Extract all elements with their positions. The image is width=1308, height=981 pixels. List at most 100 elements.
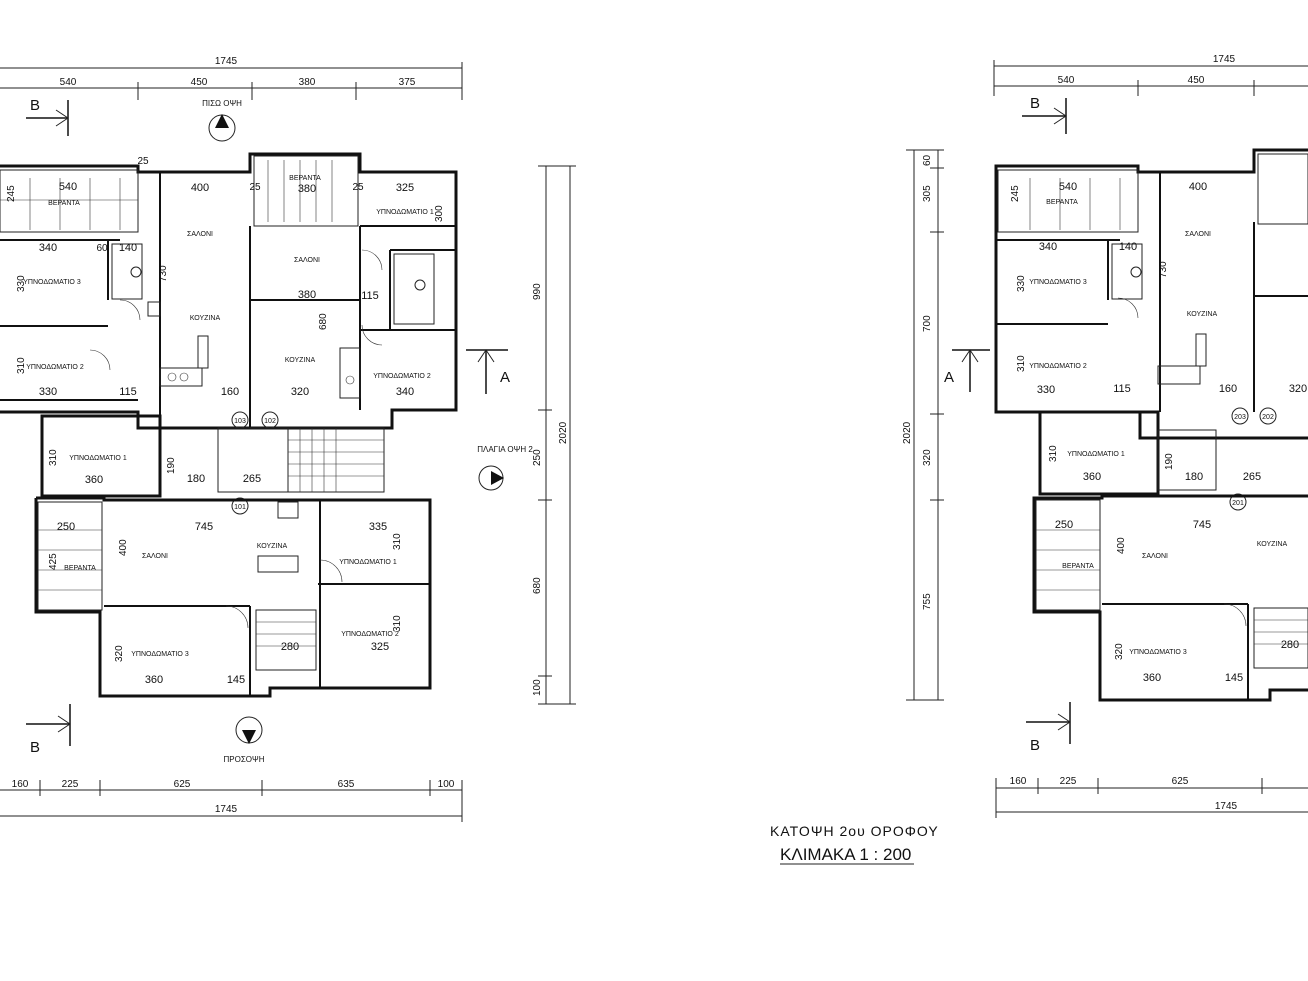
rd2-180a: 180 [1185,471,1203,483]
room-bed1-b: ΥΠΝΟΔΩΜΑΤΙΟ 1 [69,455,127,462]
plan-right: 1745 540 450 B 60 305 700 320 755 2020 A [902,54,1308,818]
room2-bed3-a: ΥΠΝΟΔΩΜΑΤΙΟ 3 [1029,279,1087,286]
rd-265a: 265 [243,473,261,485]
dim-top-1: 540 [60,77,77,88]
dim2-bottom-overall: 1745 [1215,801,1238,812]
room-bed1-c: ΥΠΝΟΔΩΜΑΤΙΟ 1 [339,559,397,566]
dim2-bottom-2: 225 [1060,776,1077,787]
dim2-bottom-3: 625 [1172,776,1189,787]
dim-top-3: 380 [299,77,316,88]
dim-bottom-3: 625 [174,779,191,790]
section2-b-top: B [1030,95,1040,112]
apt-101: 101 [234,504,246,511]
apt-201: 201 [1232,500,1244,507]
caption-title: ΚΑΤΟΨΗ 2ου ΟΡΟΦΟΥ [770,823,939,839]
dim2-left-320: 320 [922,449,933,466]
rd2-360a: 360 [1083,471,1101,483]
rd2-730v: 730 [1158,261,1169,278]
room-veranda-3: ΒΕΡΑΝΤΑ [64,565,96,572]
rd-320v: 320 [114,645,125,662]
rd-330a: 330 [39,386,57,398]
room-bed3-b: ΥΠΝΟΔΩΜΑΤΙΟ 3 [131,651,189,658]
rd-25a: 25 [137,156,149,167]
rd2-310v: 310 [1016,355,1027,372]
rd-180a: 180 [187,473,205,485]
rd-425v: 425 [48,553,59,570]
rd-280a: 280 [281,641,299,653]
room-living-2: ΣΑΛΟΝΙ [294,257,320,264]
rd-310b: 310 [48,449,59,466]
dim-right-100: 100 [532,679,543,696]
label-side-elevation: ΠΛΑΓΙΑ ΟΨΗ 2 [477,445,533,454]
rd-325b: 325 [371,641,389,653]
apt-103: 103 [234,418,246,425]
rd-325a: 325 [396,182,414,194]
apt-203: 203 [1234,414,1246,421]
rd-310d: 310 [392,615,403,632]
rd2-190v: 190 [1164,453,1175,470]
dim2-top-1: 540 [1058,75,1075,86]
room-bed1-a: ΥΠΝΟΔΩΜΑΤΙΟ 1 [376,209,434,216]
section-a-right: A [500,369,510,386]
dim2-left-755: 755 [922,593,933,610]
apt-102: 102 [264,418,276,425]
room2-bed3-b: ΥΠΝΟΔΩΜΑΤΙΟ 3 [1129,649,1187,656]
room-bed3-a: ΥΠΝΟΔΩΜΑΤΙΟ 3 [23,279,81,286]
rd2-265a: 265 [1243,471,1261,483]
rd2-745a: 745 [1193,519,1211,531]
dim-bottom-5: 100 [438,779,455,790]
rd2-360b: 360 [1143,672,1161,684]
section2-b-bottom: B [1030,737,1040,754]
room-veranda-1: ΒΕΡΑΝΤΑ [48,200,80,207]
rd2-330v: 330 [1016,275,1027,292]
rd-310v: 310 [16,357,27,374]
room2-living-1: ΣΑΛΟΝΙ [1185,231,1211,238]
rd2-340a: 340 [1039,241,1057,253]
rd-680v: 680 [318,313,329,330]
rd-330v: 330 [16,275,27,292]
rd2-115a: 115 [1113,383,1131,395]
rd-540: 540 [59,181,77,193]
room-living-1: ΣΑΛΟΝΙ [187,231,213,238]
room-living-3: ΣΑΛΟΝΙ [142,553,168,560]
dim-right-990: 990 [532,283,543,300]
dim-bottom-1: 160 [12,779,29,790]
rd2-400a: 400 [1189,181,1207,193]
dim-bottom-2: 225 [62,779,79,790]
dim-right-680: 680 [532,577,543,594]
room-bed2-c: ΥΠΝΟΔΩΜΑΤΙΟ 2 [341,631,399,638]
rd-250a: 250 [57,521,75,533]
rd-25b: 25 [249,182,261,193]
rd2-540: 540 [1059,181,1077,193]
room2-bed2-a: ΥΠΝΟΔΩΜΑΤΙΟ 2 [1029,363,1087,370]
dim-bottom-overall: 1745 [215,804,238,815]
rd-340b: 340 [396,386,414,398]
room-kitchen-2: ΚΟΥΖΙΝΑ [285,357,316,364]
rd-160a: 160 [221,386,239,398]
rd-25c: 25 [352,182,364,193]
rd-400a: 400 [191,182,209,194]
rd-115b: 115 [361,290,379,302]
section-b-top: B [30,97,40,114]
rd2-400v: 400 [1116,537,1127,554]
dim2-left-total: 2020 [902,421,913,444]
rd-145a: 145 [227,674,245,686]
rd-360b: 360 [145,674,163,686]
rd-140a: 140 [119,242,137,254]
rd2-145a: 145 [1225,672,1243,684]
section-b-bottom: B [30,739,40,756]
rd-340a: 340 [39,242,57,254]
section2-a-left: A [944,369,954,386]
dim-bottom-4: 635 [338,779,355,790]
rd-360a: 360 [85,474,103,486]
room-bed2-b: ΥΠΝΟΔΩΜΑΤΙΟ 2 [26,364,84,371]
room2-bed1-a: ΥΠΝΟΔΩΜΑΤΙΟ 1 [1067,451,1125,458]
rd-320a: 320 [291,386,309,398]
dim-right-total: 2020 [558,421,569,444]
dim2-left-700: 700 [922,315,933,332]
rd2-250a: 250 [1055,519,1073,531]
dim2-top-overall: 1745 [1213,54,1236,65]
rd-380b: 380 [298,289,316,301]
